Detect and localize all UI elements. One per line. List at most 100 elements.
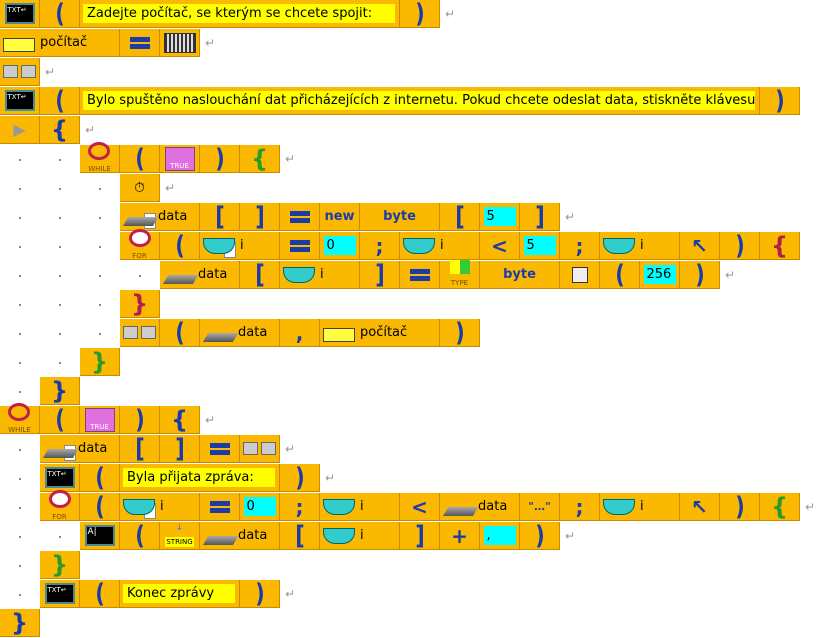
while-loop-icon-tile[interactable]: WHILE: [80, 142, 120, 173]
number-literal-tile[interactable]: 0: [240, 493, 280, 521]
variable-tile[interactable]: počítač: [0, 29, 120, 57]
assign-operator-tile[interactable]: [400, 261, 440, 289]
variable-tile[interactable]: data: [200, 319, 280, 347]
brace-tile[interactable]: }: [40, 377, 80, 405]
variable-tile[interactable]: i: [320, 493, 400, 521]
keyword-tile[interactable]: byte: [360, 203, 440, 231]
print-text-command-tile[interactable]: TXT↵: [40, 464, 80, 492]
string-literal-tile[interactable]: Konec zprávy: [120, 580, 240, 608]
send-data-icon-tile[interactable]: [120, 319, 160, 347]
operator-tile[interactable]: ;: [560, 232, 600, 260]
bracket-tile[interactable]: [: [240, 261, 280, 289]
paren-open-tile[interactable]: (: [80, 580, 120, 608]
true-icon-tile[interactable]: TRUE: [160, 145, 200, 173]
type-cast-icon-tile[interactable]: TYPE: [440, 260, 480, 289]
variable-tile[interactable]: počítač: [320, 319, 440, 347]
variable-tile[interactable]: i: [600, 493, 680, 521]
bracket-tile[interactable]: ]: [160, 435, 200, 463]
paren-close-tile[interactable]: ): [240, 580, 280, 608]
true-icon-tile[interactable]: TRUE: [80, 406, 120, 434]
paren-close-tile[interactable]: ): [760, 87, 800, 115]
to-string-icon-tile[interactable]: ↓STRING: [160, 522, 200, 550]
paren-close-tile[interactable]: ): [440, 319, 480, 347]
brace-tile[interactable]: {: [240, 145, 280, 173]
brace-tile[interactable]: }: [0, 609, 40, 637]
assign-operator-tile[interactable]: [200, 493, 240, 521]
brace-tile[interactable]: {: [160, 406, 200, 434]
string-value[interactable]: Konec zprávy: [123, 584, 235, 603]
paren-close-tile[interactable]: ): [720, 493, 760, 521]
number-literal-tile[interactable]: 256: [640, 261, 680, 289]
for-loop-icon-tile[interactable]: FOR: [120, 229, 160, 260]
bracket-tile[interactable]: ]: [520, 203, 560, 231]
number-literal-tile[interactable]: 5: [520, 232, 560, 260]
bracket-tile[interactable]: [: [200, 203, 240, 231]
number-literal-tile[interactable]: 5: [480, 203, 520, 231]
bracket-tile[interactable]: [: [120, 435, 160, 463]
number-literal-tile[interactable]: 0: [320, 232, 360, 260]
paren-close-tile[interactable]: ): [680, 261, 720, 289]
paren-open-tile[interactable]: (: [40, 406, 80, 434]
string-value[interactable]: Bylo spuštěno naslouchání dat přicházejí…: [83, 91, 755, 110]
number-value[interactable]: 0: [243, 497, 276, 516]
string-value[interactable]: Zadejte počítač, se kterým se chcete spo…: [83, 4, 395, 23]
random-dice-icon-tile[interactable]: [560, 261, 600, 289]
operator-tile[interactable]: <: [400, 493, 440, 521]
number-value[interactable]: 5: [523, 236, 556, 255]
paren-open-tile[interactable]: (: [160, 232, 200, 260]
bracket-tile[interactable]: ]: [360, 261, 400, 289]
paren-close-tile[interactable]: ): [720, 232, 760, 260]
brace-tile[interactable]: }: [120, 290, 160, 318]
number-literal-tile[interactable]: ,: [480, 522, 520, 550]
variable-tile[interactable]: data: [120, 203, 200, 231]
bracket-tile[interactable]: ]: [400, 522, 440, 550]
assign-operator-tile[interactable]: [280, 203, 320, 231]
for-loop-icon-tile[interactable]: FOR: [40, 490, 80, 521]
paren-close-tile[interactable]: ): [120, 406, 160, 434]
string-value[interactable]: Byla přijata zpráva:: [123, 468, 275, 487]
variable-tile[interactable]: i: [120, 493, 200, 521]
variable-tile[interactable]: data: [160, 261, 240, 289]
keyword-tile[interactable]: new: [320, 203, 360, 231]
string-literal-tile[interactable]: Byla přijata zpráva:: [120, 464, 280, 492]
operator-tile[interactable]: ↖: [680, 493, 720, 521]
number-value[interactable]: 0: [323, 236, 356, 255]
string-literal-tile[interactable]: Zadejte počítač, se kterým se chcete spo…: [80, 0, 400, 28]
operator-tile[interactable]: ;: [360, 232, 400, 260]
operator-tile[interactable]: ↖: [680, 232, 720, 260]
brace-tile[interactable]: {: [40, 116, 80, 144]
print-text-command-tile[interactable]: TXT↵: [0, 0, 40, 28]
length-icon-tile[interactable]: "…": [520, 493, 560, 521]
bracket-tile[interactable]: [: [280, 522, 320, 550]
operator-tile[interactable]: ,: [280, 319, 320, 347]
variable-tile[interactable]: i: [320, 522, 400, 550]
operator-tile[interactable]: ;: [280, 493, 320, 521]
brace-tile[interactable]: }: [80, 348, 120, 376]
paren-open-tile[interactable]: (: [160, 319, 200, 347]
paren-close-tile[interactable]: ): [200, 145, 240, 173]
run-icon-tile[interactable]: ▶: [0, 116, 40, 144]
keyboard-input-icon-tile[interactable]: [160, 29, 200, 57]
paren-open-tile[interactable]: (: [80, 493, 120, 521]
variable-tile[interactable]: i: [280, 261, 360, 289]
assign-operator-tile[interactable]: [280, 232, 320, 260]
number-value[interactable]: 5: [483, 207, 516, 226]
print-icon-tile[interactable]: A|: [80, 522, 120, 550]
print-text-command-tile[interactable]: TXT↵: [0, 87, 40, 115]
brace-tile[interactable]: {: [760, 232, 800, 260]
brace-tile[interactable]: {: [760, 493, 800, 521]
paren-open-tile[interactable]: (: [40, 0, 80, 28]
variable-tile[interactable]: data: [440, 493, 520, 521]
print-text-command-tile[interactable]: TXT↵: [40, 580, 80, 608]
paren-close-tile[interactable]: ): [520, 522, 560, 550]
number-value[interactable]: ,: [483, 526, 516, 545]
operator-tile[interactable]: ;: [560, 493, 600, 521]
bracket-tile[interactable]: ]: [240, 203, 280, 231]
wait-icon-tile[interactable]: ⏱: [120, 174, 160, 202]
assign-operator-tile[interactable]: [200, 435, 240, 463]
number-value[interactable]: 256: [643, 265, 676, 284]
receive-data-icon-tile[interactable]: [240, 435, 280, 463]
variable-tile[interactable]: data: [40, 435, 120, 463]
paren-open-tile[interactable]: (: [80, 464, 120, 492]
operator-tile[interactable]: +: [440, 522, 480, 550]
